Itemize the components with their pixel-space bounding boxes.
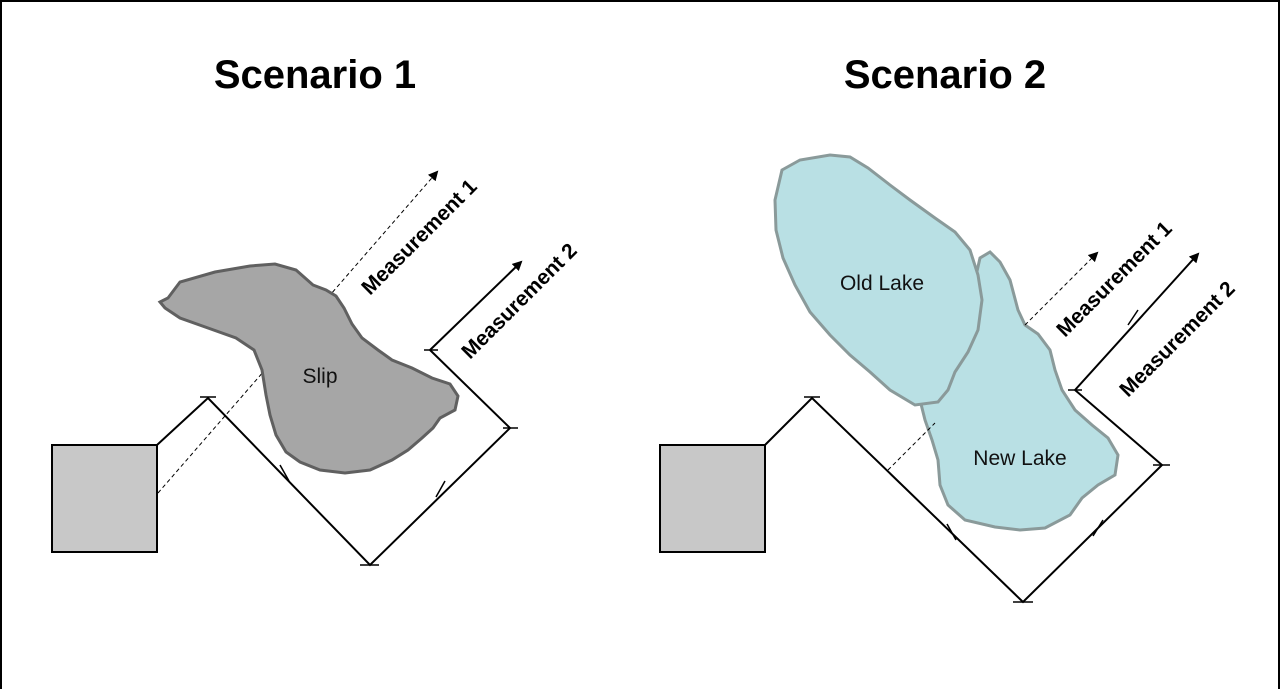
new-lake-label: New Lake <box>973 447 1066 470</box>
old-lake-area <box>773 153 984 407</box>
old-lake-label: Old Lake <box>840 272 924 295</box>
scenario-1-title: Scenario 1 <box>214 53 416 97</box>
tick-mark <box>1127 309 1139 326</box>
measurement-1-line <box>1024 251 1099 326</box>
tick-mark <box>435 480 446 498</box>
slip-label: Slip <box>302 365 337 388</box>
measurement-2-label: Measurement 2 <box>457 239 581 363</box>
measurement-2-arrow <box>429 260 523 351</box>
measurement-2-arrow <box>1074 252 1200 391</box>
slip-area <box>157 262 460 475</box>
tick-mark <box>946 523 957 541</box>
tick-mark <box>279 464 290 482</box>
building-box <box>51 444 158 553</box>
measurement-1-label: Measurement 1 <box>357 175 482 300</box>
tick-mark <box>1092 519 1104 537</box>
building-box <box>659 444 766 553</box>
scenario-2: Scenario 2 Old Lake New Lake Measurement… <box>659 53 1240 604</box>
measurement-1-line <box>887 422 936 471</box>
measurement-2-label: Measurement 2 <box>1115 277 1239 401</box>
scenario-2-title: Scenario 2 <box>844 53 1046 97</box>
scenario-1: Scenario 1 Slip Measurement 1 Measuremen… <box>51 53 582 567</box>
